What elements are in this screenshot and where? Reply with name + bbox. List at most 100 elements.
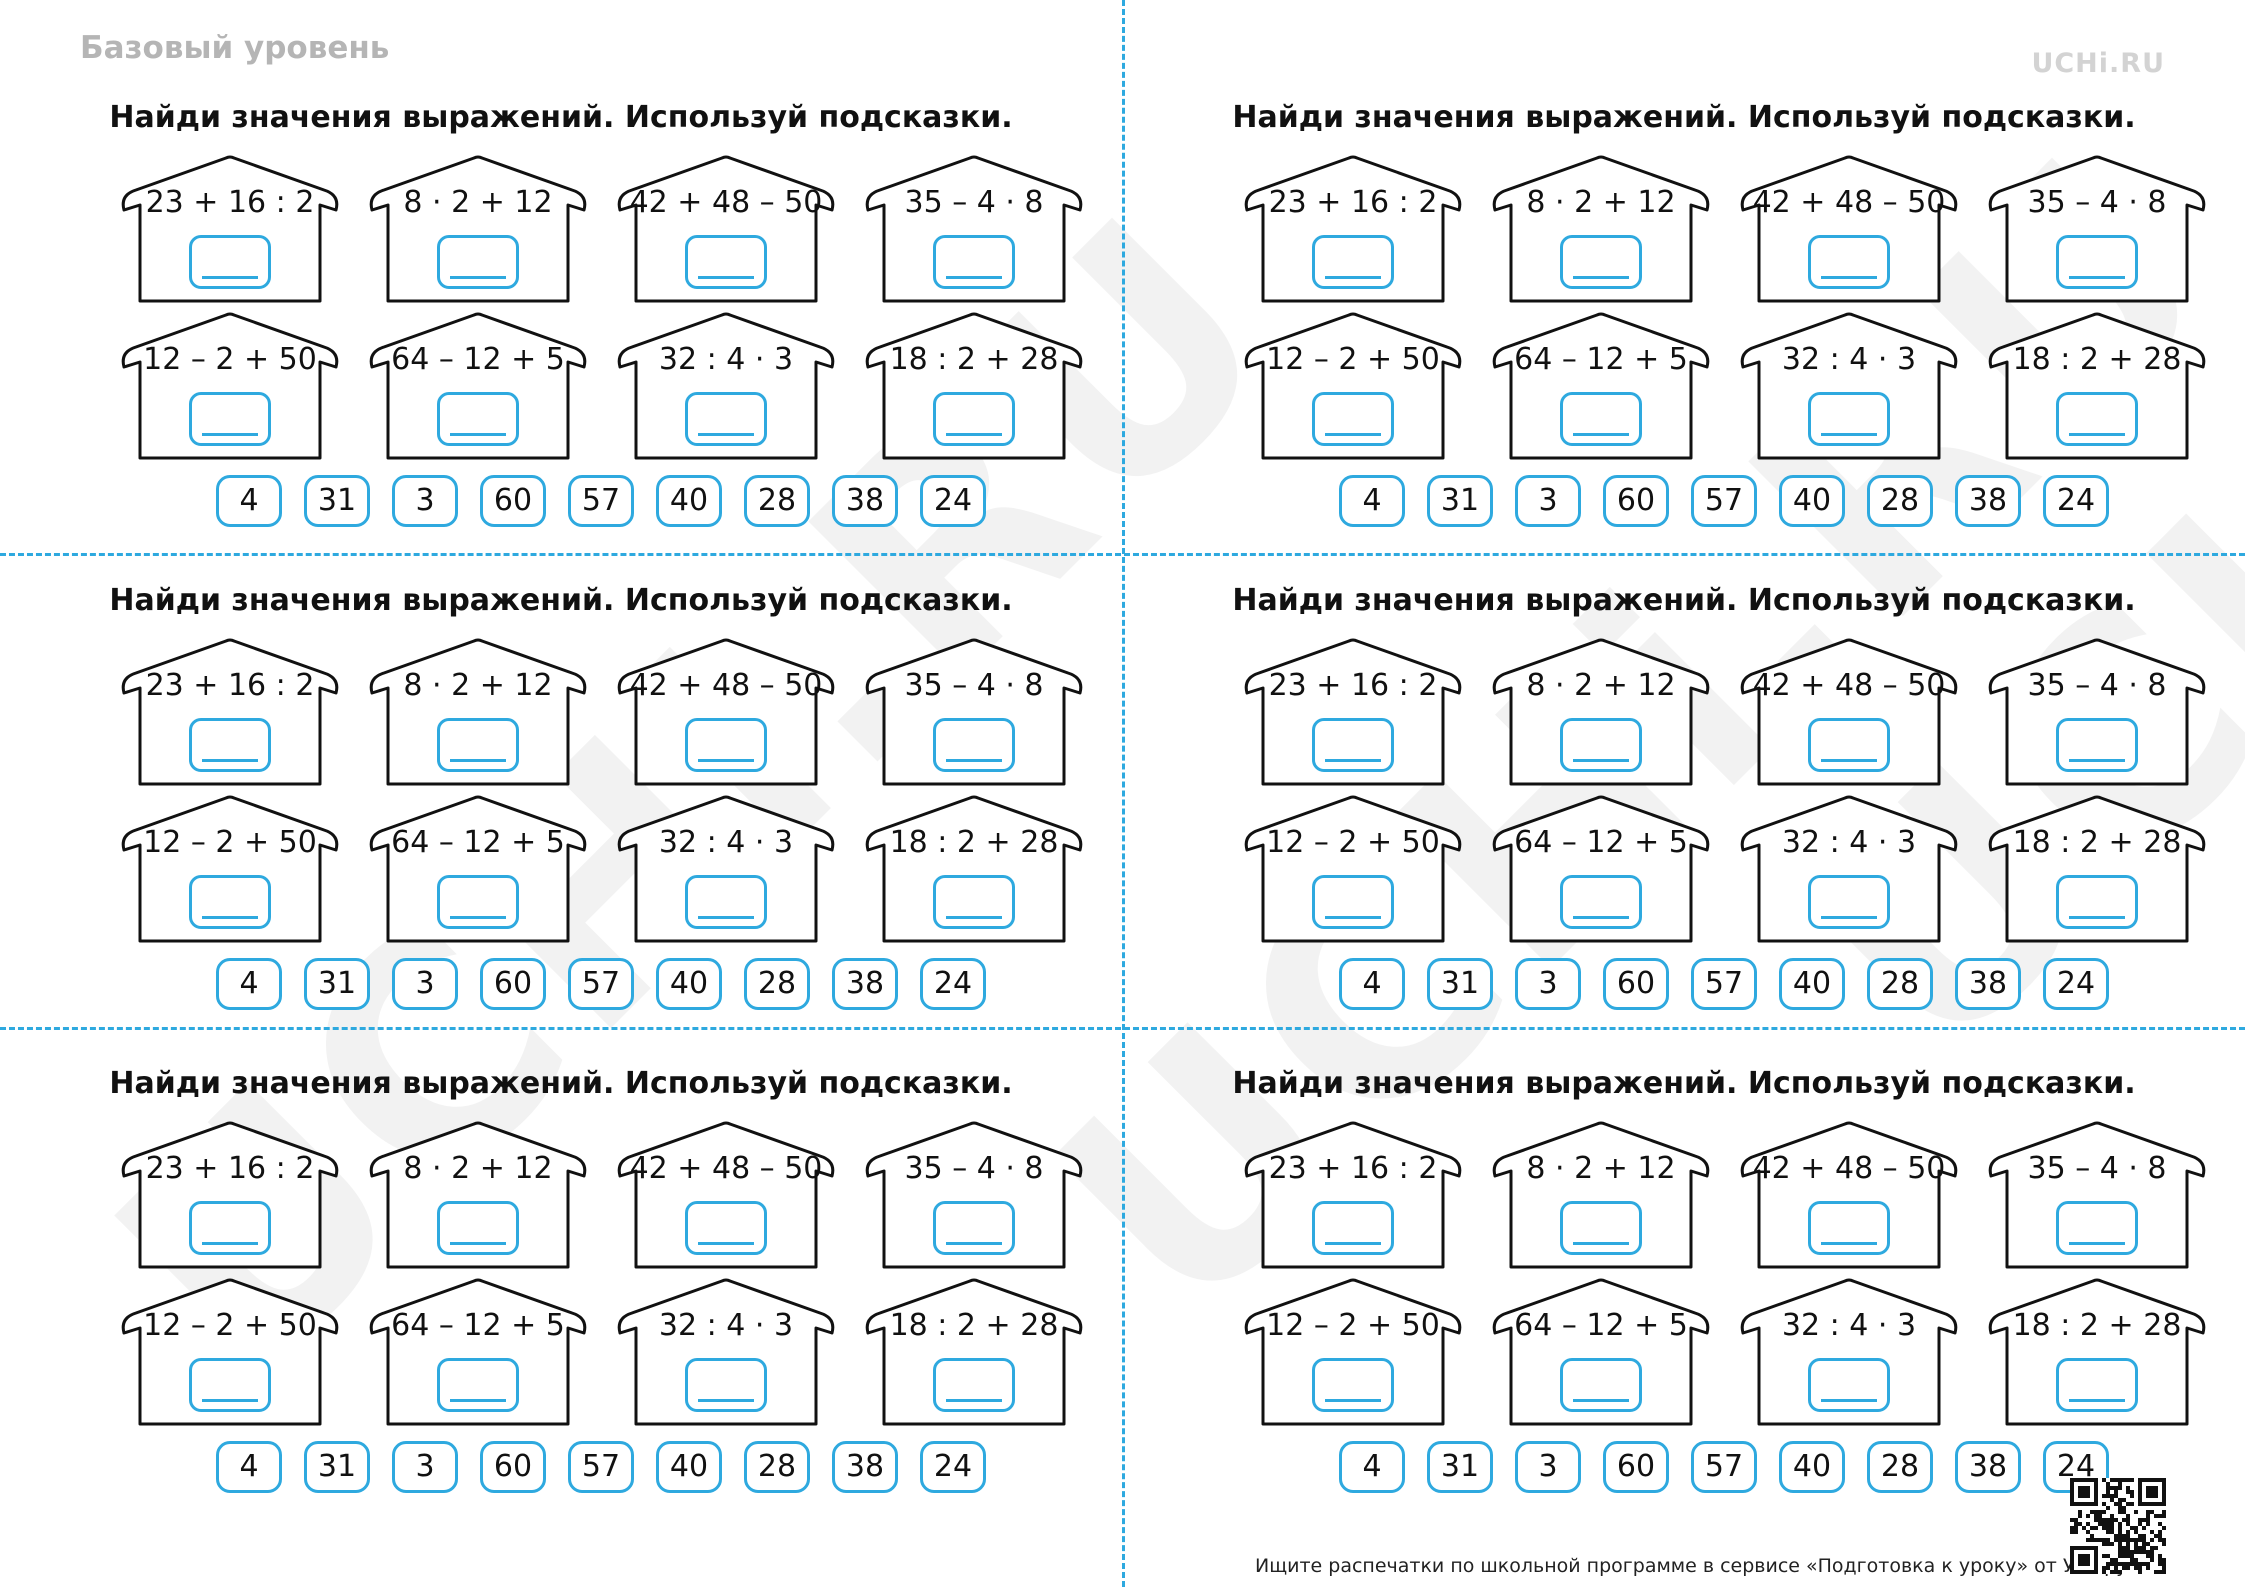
answer-box[interactable] — [933, 392, 1015, 446]
answer-box[interactable] — [1808, 392, 1890, 446]
answer-box[interactable] — [685, 1358, 767, 1412]
answer-box[interactable] — [1560, 392, 1642, 446]
answer-box[interactable] — [189, 1201, 271, 1255]
expression-text: 8 · 2 + 12 — [403, 1151, 553, 1186]
house-outline-icon — [1244, 1278, 1462, 1426]
answer-box[interactable] — [2056, 718, 2138, 772]
house-outline-icon — [1740, 312, 1958, 460]
house-outline-icon — [1244, 312, 1462, 460]
answer-box[interactable] — [189, 875, 271, 929]
answer-box[interactable] — [933, 718, 1015, 772]
expression-house: 42 + 48 – 50 — [606, 155, 846, 303]
house-outline-icon — [865, 1278, 1083, 1426]
expression-text: 12 – 2 + 50 — [1266, 825, 1440, 860]
answer-box[interactable] — [1808, 1358, 1890, 1412]
answer-box[interactable] — [437, 718, 519, 772]
answer-box[interactable] — [189, 392, 271, 446]
answer-box[interactable] — [685, 1201, 767, 1255]
answer-box[interactable] — [685, 235, 767, 289]
footer-text: Ищите распечатки по школьной программе в… — [1255, 1555, 2134, 1577]
hint-number: 24 — [2043, 475, 2109, 527]
answer-box[interactable] — [1312, 1358, 1394, 1412]
answer-box[interactable] — [1560, 235, 1642, 289]
answer-box[interactable] — [437, 235, 519, 289]
answer-box[interactable] — [1560, 875, 1642, 929]
hint-number: 57 — [568, 1441, 634, 1493]
answer-box[interactable] — [2056, 392, 2138, 446]
answer-box[interactable] — [933, 235, 1015, 289]
answer-box[interactable] — [933, 875, 1015, 929]
expression-house: 23 + 16 : 2 — [110, 638, 350, 786]
answer-line — [946, 916, 1002, 919]
answer-box[interactable] — [1312, 1201, 1394, 1255]
answer-box[interactable] — [189, 235, 271, 289]
expression-house: 12 – 2 + 50 — [110, 312, 350, 460]
hint-number: 31 — [1427, 475, 1493, 527]
answer-box[interactable] — [2056, 1358, 2138, 1412]
answer-line — [1573, 1399, 1629, 1402]
expression-text: 35 – 4 · 8 — [904, 668, 1044, 703]
answer-box[interactable] — [933, 1358, 1015, 1412]
answer-box[interactable] — [437, 1201, 519, 1255]
vertical-cut-line — [1122, 0, 1125, 1587]
expression-text: 8 · 2 + 12 — [403, 185, 553, 220]
hint-number: 38 — [832, 475, 898, 527]
expression-house: 64 – 12 + 5 — [358, 795, 598, 943]
answer-box[interactable] — [933, 1201, 1015, 1255]
expression-text: 18 : 2 + 28 — [889, 342, 1059, 377]
answer-box[interactable] — [1312, 392, 1394, 446]
expression-house: 64 – 12 + 5 — [358, 312, 598, 460]
answer-box[interactable] — [437, 392, 519, 446]
answer-line — [1821, 1399, 1877, 1402]
answer-box[interactable] — [685, 718, 767, 772]
answer-box[interactable] — [1560, 1201, 1642, 1255]
card-title: Найди значения выражений. Используй подс… — [109, 583, 1013, 618]
answer-box[interactable] — [189, 718, 271, 772]
answer-box[interactable] — [685, 392, 767, 446]
house-outline-icon — [121, 312, 339, 460]
answer-line — [202, 433, 258, 436]
house-outline-icon — [865, 638, 1083, 786]
answer-line — [946, 1242, 1002, 1245]
answer-box[interactable] — [1312, 718, 1394, 772]
expression-house: 8 · 2 + 12 — [1481, 638, 1721, 786]
answer-line — [698, 1242, 754, 1245]
hint-number: 60 — [1603, 1441, 1669, 1493]
expression-text: 35 – 4 · 8 — [904, 185, 1044, 220]
hint-number: 40 — [1779, 958, 1845, 1010]
answer-box[interactable] — [189, 1358, 271, 1412]
expression-text: 12 – 2 + 50 — [143, 825, 317, 860]
hint-number: 24 — [920, 475, 986, 527]
hint-number: 57 — [568, 958, 634, 1010]
answer-box[interactable] — [1560, 718, 1642, 772]
hint-number: 60 — [480, 475, 546, 527]
answer-box[interactable] — [437, 875, 519, 929]
expression-house: 23 + 16 : 2 — [110, 1121, 350, 1269]
worksheet-card: Найди значения выражений. Используй подс… — [0, 483, 1122, 1010]
expression-house: 12 – 2 + 50 — [110, 1278, 350, 1426]
house-outline-icon — [617, 312, 835, 460]
answer-box[interactable] — [437, 1358, 519, 1412]
expression-house: 64 – 12 + 5 — [1481, 312, 1721, 460]
expression-house: 32 : 4 · 3 — [606, 312, 846, 460]
expression-house: 12 – 2 + 50 — [1233, 795, 1473, 943]
house-outline-icon — [1244, 1121, 1462, 1269]
expression-house: 42 + 48 – 50 — [606, 1121, 846, 1269]
answer-box[interactable] — [1560, 1358, 1642, 1412]
answer-box[interactable] — [2056, 1201, 2138, 1255]
answer-box[interactable] — [2056, 875, 2138, 929]
answer-box[interactable] — [1808, 1201, 1890, 1255]
answer-box[interactable] — [685, 875, 767, 929]
answer-line — [450, 276, 506, 279]
answer-box[interactable] — [1312, 235, 1394, 289]
expression-text: 32 : 4 · 3 — [658, 1308, 794, 1343]
answer-box[interactable] — [1808, 235, 1890, 289]
answer-box[interactable] — [1808, 718, 1890, 772]
answer-box[interactable] — [2056, 235, 2138, 289]
answer-box[interactable] — [1808, 875, 1890, 929]
answer-box[interactable] — [1312, 875, 1394, 929]
expression-house: 32 : 4 · 3 — [1729, 1278, 1969, 1426]
worksheet-card: Найди значения выражений. Используй подс… — [1123, 483, 2245, 1010]
expression-text: 64 – 12 + 5 — [391, 1308, 565, 1343]
answer-line — [1325, 1242, 1381, 1245]
